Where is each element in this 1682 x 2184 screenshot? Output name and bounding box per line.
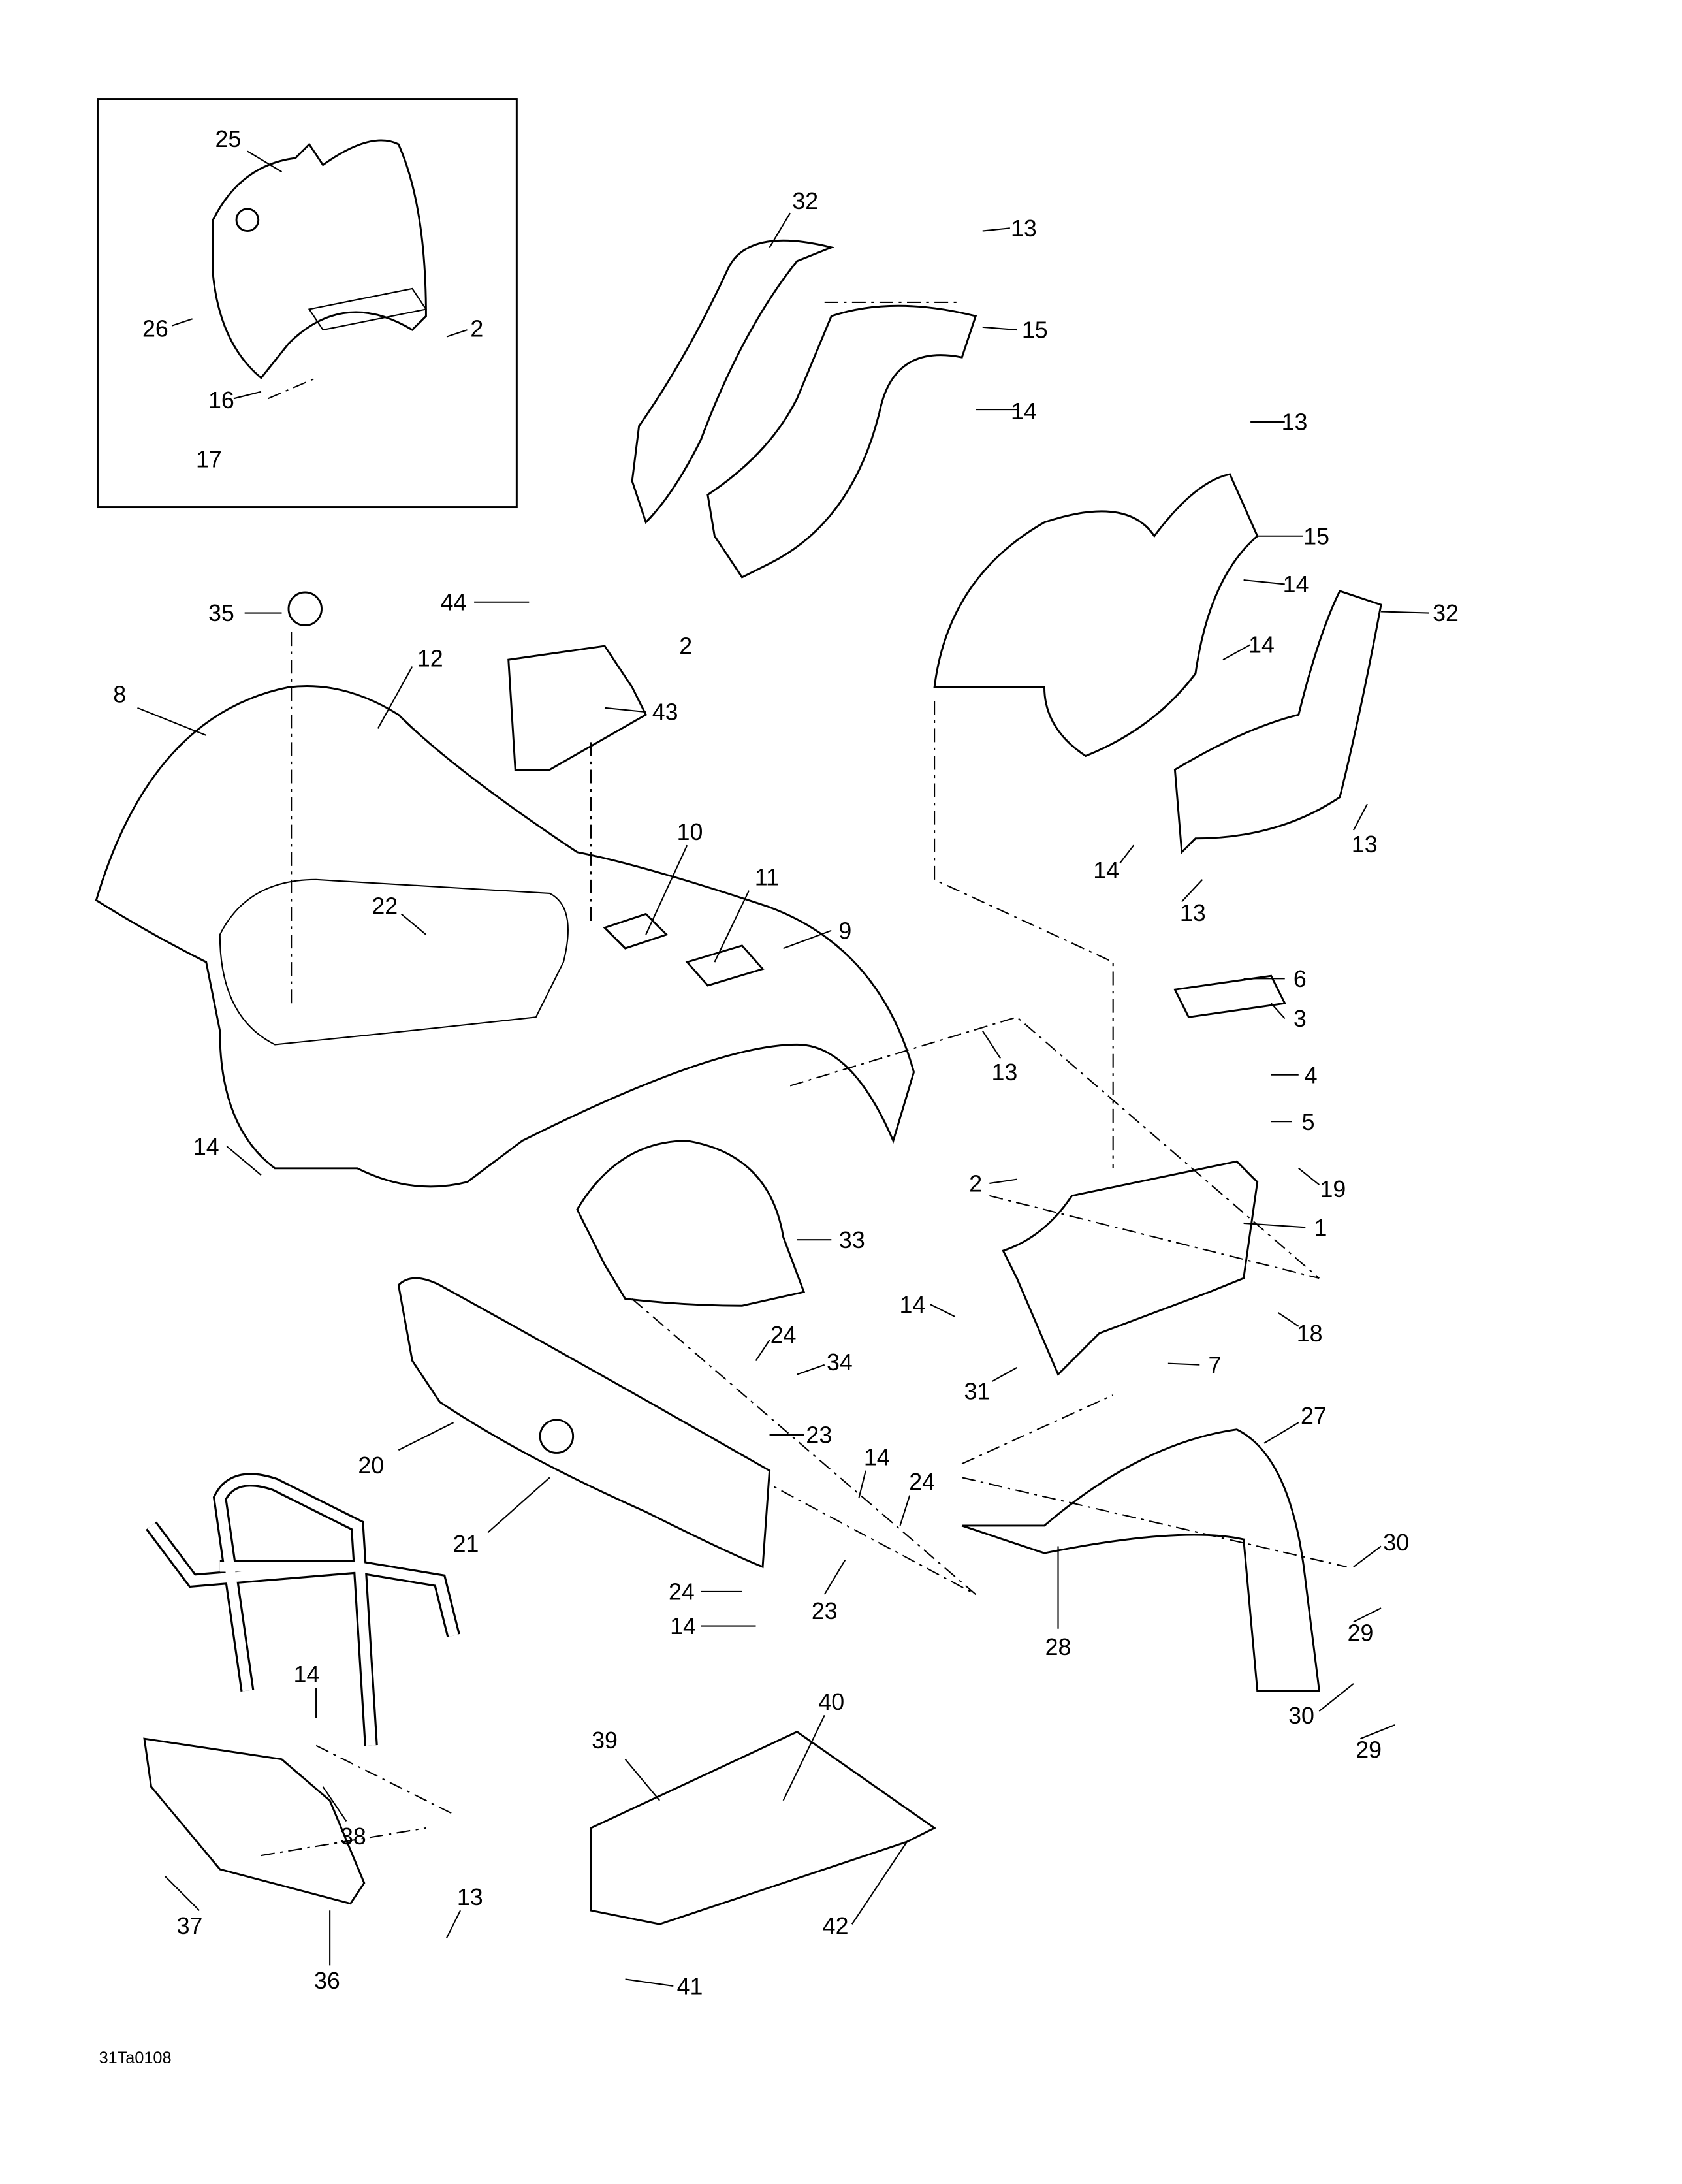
callout-24: 24 [909,1469,935,1495]
callout-24: 24 [770,1322,797,1348]
callout-14: 14 [900,1292,926,1318]
callout-13: 13 [1352,831,1378,858]
part-43-bracket [507,645,648,771]
part-15-front-inner-fender [706,304,977,579]
callout-17: 17 [196,447,222,473]
callout-5: 5 [1302,1109,1315,1135]
callout-10: 10 [677,819,703,845]
reference-code: 31Ta0108 [99,2049,172,2067]
part-27-rear-fender [961,1428,1321,1692]
callout-15: 15 [1303,523,1329,549]
part-35-cap [287,591,323,627]
callout-43: 43 [652,699,678,726]
callout-7: 7 [1208,1352,1221,1378]
callout-19: 19 [1320,1176,1346,1202]
callout-14: 14 [1248,632,1275,658]
callout-28: 28 [1045,1634,1071,1660]
callout-14: 14 [293,1662,319,1688]
part-8-front-fender [95,685,915,1188]
part-8-storage-opening [219,878,569,1046]
callout-1: 1 [1314,1215,1327,1241]
callout-13: 13 [1011,216,1037,242]
callout-44: 44 [441,589,467,615]
part-inset-cap [235,208,260,233]
callout-21: 21 [453,1531,479,1557]
callout-14: 14 [670,1613,696,1639]
callout-6: 6 [1293,966,1307,992]
part-32-right-deflector [1173,590,1382,855]
callout-29: 29 [1356,1737,1382,1763]
part-21-emblem [539,1419,575,1454]
callout-35: 35 [208,600,234,626]
callout-29: 29 [1348,1620,1374,1646]
callout-14: 14 [1283,571,1309,598]
part-33-mud-guard [576,1140,806,1307]
callout-38: 38 [340,1823,366,1850]
part-front-cover-inset [212,139,427,379]
part-20-front-bumper [397,1277,771,1569]
callout-31: 31 [964,1378,990,1404]
callout-18: 18 [1297,1321,1323,1347]
callout-13: 13 [992,1059,1018,1085]
callout-3: 3 [1293,1006,1307,1032]
part-32-left-deflector [631,239,835,524]
callout-42: 42 [823,1913,849,1939]
callout-16: 16 [208,387,234,413]
callout-11: 11 [755,864,779,890]
inset-frame [97,98,518,509]
part-39-skid-plate [590,1730,936,1925]
callout-9: 9 [838,918,851,944]
part-11-decal [685,944,765,987]
part-3-foot-peg [1173,974,1286,1018]
callout-34: 34 [827,1349,853,1375]
callout-32: 32 [1433,600,1459,626]
assembly-line [261,301,1347,1857]
callout-30: 30 [1383,1530,1409,1556]
callout-32: 32 [792,188,818,214]
callout-25: 25 [215,126,242,152]
leader-lines [137,150,1429,1987]
callout-14: 14 [1011,398,1037,425]
part-inset-bracket [308,287,428,331]
callout-4: 4 [1305,1062,1318,1088]
part-1-footrest [1002,1160,1259,1377]
callout-23: 23 [812,1598,838,1624]
callout-8: 8 [113,681,126,707]
callout-41: 41 [677,1974,703,2000]
callout-39: 39 [592,1727,618,1754]
callout-40: 40 [818,1689,844,1715]
callout-23: 23 [806,1422,832,1449]
callout-15: 15 [1022,317,1048,344]
callout-33: 33 [839,1227,865,1253]
callout-13: 13 [1180,900,1206,926]
callout-36: 36 [314,1968,340,1994]
callout-14: 14 [864,1444,890,1470]
callout-13: 13 [1282,410,1308,436]
callout-27: 27 [1301,1403,1327,1429]
callout-20: 20 [358,1453,384,1479]
part-15-rear-inner-fender [933,473,1259,758]
callout-13: 13 [457,1884,483,1910]
callout-14: 14 [193,1134,219,1160]
part-36-front-skid-plate [143,1737,366,1905]
callout-2: 2 [679,634,692,660]
callout-2: 2 [969,1171,982,1197]
callout-2: 2 [470,316,483,342]
part-front-brush-guard [146,1473,460,1746]
callout-12: 12 [417,646,443,672]
callout-22: 22 [372,893,398,919]
callout-30: 30 [1288,1703,1314,1729]
callout-24: 24 [669,1579,695,1605]
callout-37: 37 [177,1913,203,1939]
callout-26: 26 [142,316,168,342]
callout-14: 14 [1093,858,1119,884]
